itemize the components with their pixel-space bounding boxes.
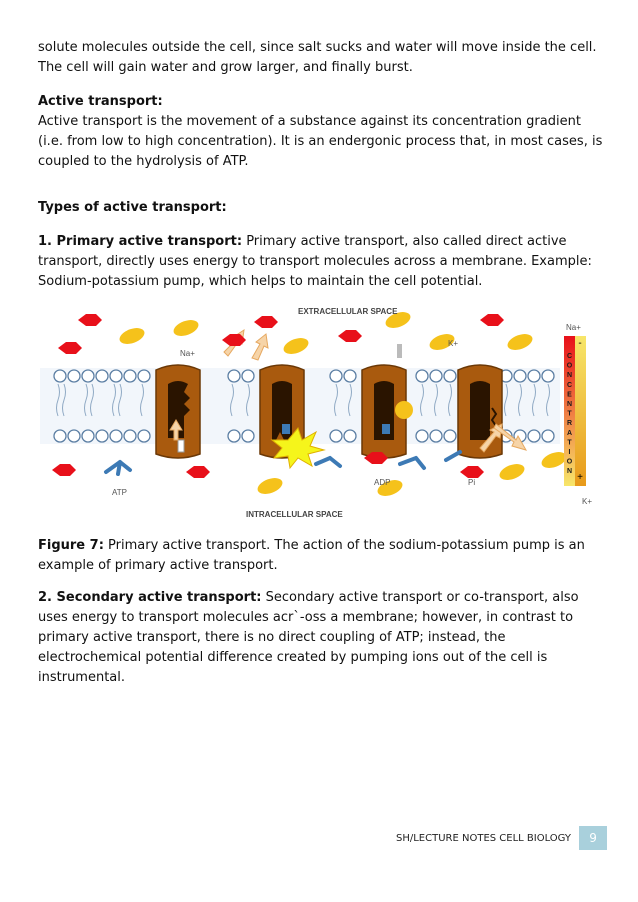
figure-caption-label: Figure 7:: [38, 538, 104, 553]
lipid-heads-bottom: [53, 429, 555, 443]
active-transport-heading: Active transport:: [38, 94, 163, 109]
pump-protein-1: [155, 364, 201, 459]
secondary-transport-label: 2. Secondary active transport:: [38, 590, 262, 605]
na-right-label: Na+: [566, 323, 581, 332]
concentration-letter: O: [567, 459, 573, 466]
atp-label: ATP: [112, 488, 127, 497]
intracellular-label: INTRACELLULAR SPACE: [246, 510, 343, 519]
footer-title: SH/LECTURE NOTES CELL BIOLOGY: [396, 832, 572, 844]
concentration-letter: N: [567, 401, 572, 408]
gradient-minus: -: [578, 338, 581, 349]
secondary-transport-text: Secondary active transport or co-transpo…: [38, 590, 579, 685]
page-footer: SH/LECTURE NOTES CELL BIOLOGY 9: [396, 826, 608, 850]
pump-protein-3: [361, 364, 413, 459]
potassium-gradient-bar: [575, 336, 586, 486]
concentration-letter: O: [567, 363, 573, 370]
k-right-label: K+: [582, 497, 592, 506]
figure-caption-text: Primary active transport. The action of …: [38, 538, 585, 573]
phosphate-groups: [104, 450, 462, 476]
secondary-transport-paragraph: 2. Secondary active transport: Secondary…: [38, 588, 608, 688]
concentration-letter: A: [567, 430, 572, 437]
lipid-heads-top: [53, 369, 555, 383]
adp-label: ADP: [374, 478, 390, 487]
k-top-label: K+: [448, 339, 458, 348]
sodium-gradient-bar: [564, 336, 575, 486]
primary-transport-text: Primary active transport, also called di…: [38, 234, 592, 289]
pi-label: Pi: [468, 478, 475, 487]
gradient-plus: +: [577, 472, 583, 483]
concentration-letter: C: [567, 353, 572, 360]
concentration-letter: N: [567, 468, 572, 475]
intro-paragraph: solute molecules outside the cell, since…: [38, 40, 597, 75]
channel-marker: [397, 344, 402, 358]
lipid-tails: [56, 383, 550, 417]
potassium-ions: [119, 312, 567, 496]
concentration-letter: R: [567, 420, 572, 427]
types-heading: Types of active transport:: [38, 200, 227, 215]
primary-transport-paragraph: 1. Primary active transport: Primary act…: [38, 232, 608, 292]
primary-transport-label: 1. Primary active transport:: [38, 234, 243, 249]
concentration-letter: I: [569, 449, 571, 456]
active-transport-paragraph: Active transport is the movement of a su…: [38, 114, 603, 169]
concentration-letter: T: [567, 411, 572, 418]
concentration-letter: E: [567, 391, 572, 398]
concentration-letter: C: [567, 382, 572, 389]
na-top-label: Na+: [180, 349, 195, 358]
page-number: 9: [579, 826, 608, 850]
pump-protein-4: [457, 364, 503, 459]
sodium-ions: [52, 314, 504, 478]
concentration-letter: N: [567, 372, 572, 379]
concentration-letter: T: [567, 439, 572, 446]
figure-caption: Figure 7: Primary active transport. The …: [38, 536, 608, 576]
atp-energy-burst: [270, 426, 326, 470]
extracellular-label: EXTRACELLULAR SPACE: [298, 307, 398, 316]
